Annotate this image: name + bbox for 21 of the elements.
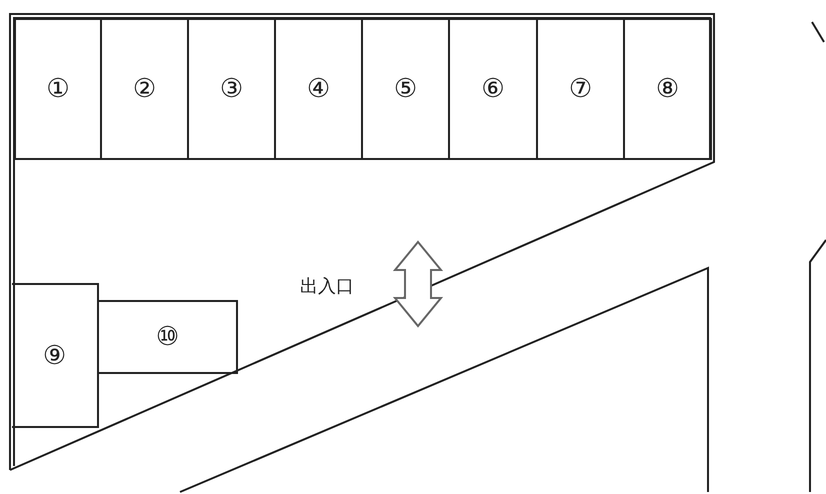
parking-space: [100, 18, 189, 160]
space-number: ②: [132, 76, 156, 102]
parking-space: [274, 18, 363, 160]
space-number: ⑩: [156, 324, 180, 350]
entrance-label: 出入口: [300, 275, 354, 298]
space-number: ⑦: [568, 76, 592, 102]
parking-space: [14, 18, 102, 160]
space-number: ⑥: [481, 76, 505, 102]
parking-space: [623, 18, 712, 160]
space-number: ③: [220, 76, 244, 102]
parking-space: [536, 18, 625, 160]
space-number: ⑨: [42, 342, 66, 368]
space-number: ④: [306, 76, 330, 102]
parking-space: [97, 300, 238, 374]
space-number: ⑧: [656, 76, 680, 102]
parking-space: [448, 18, 538, 160]
space-number: ⑤: [394, 76, 418, 102]
parking-space: [187, 18, 276, 160]
space-number: ①: [46, 76, 70, 102]
parking-space: [361, 18, 450, 160]
parking-space: [12, 283, 99, 428]
